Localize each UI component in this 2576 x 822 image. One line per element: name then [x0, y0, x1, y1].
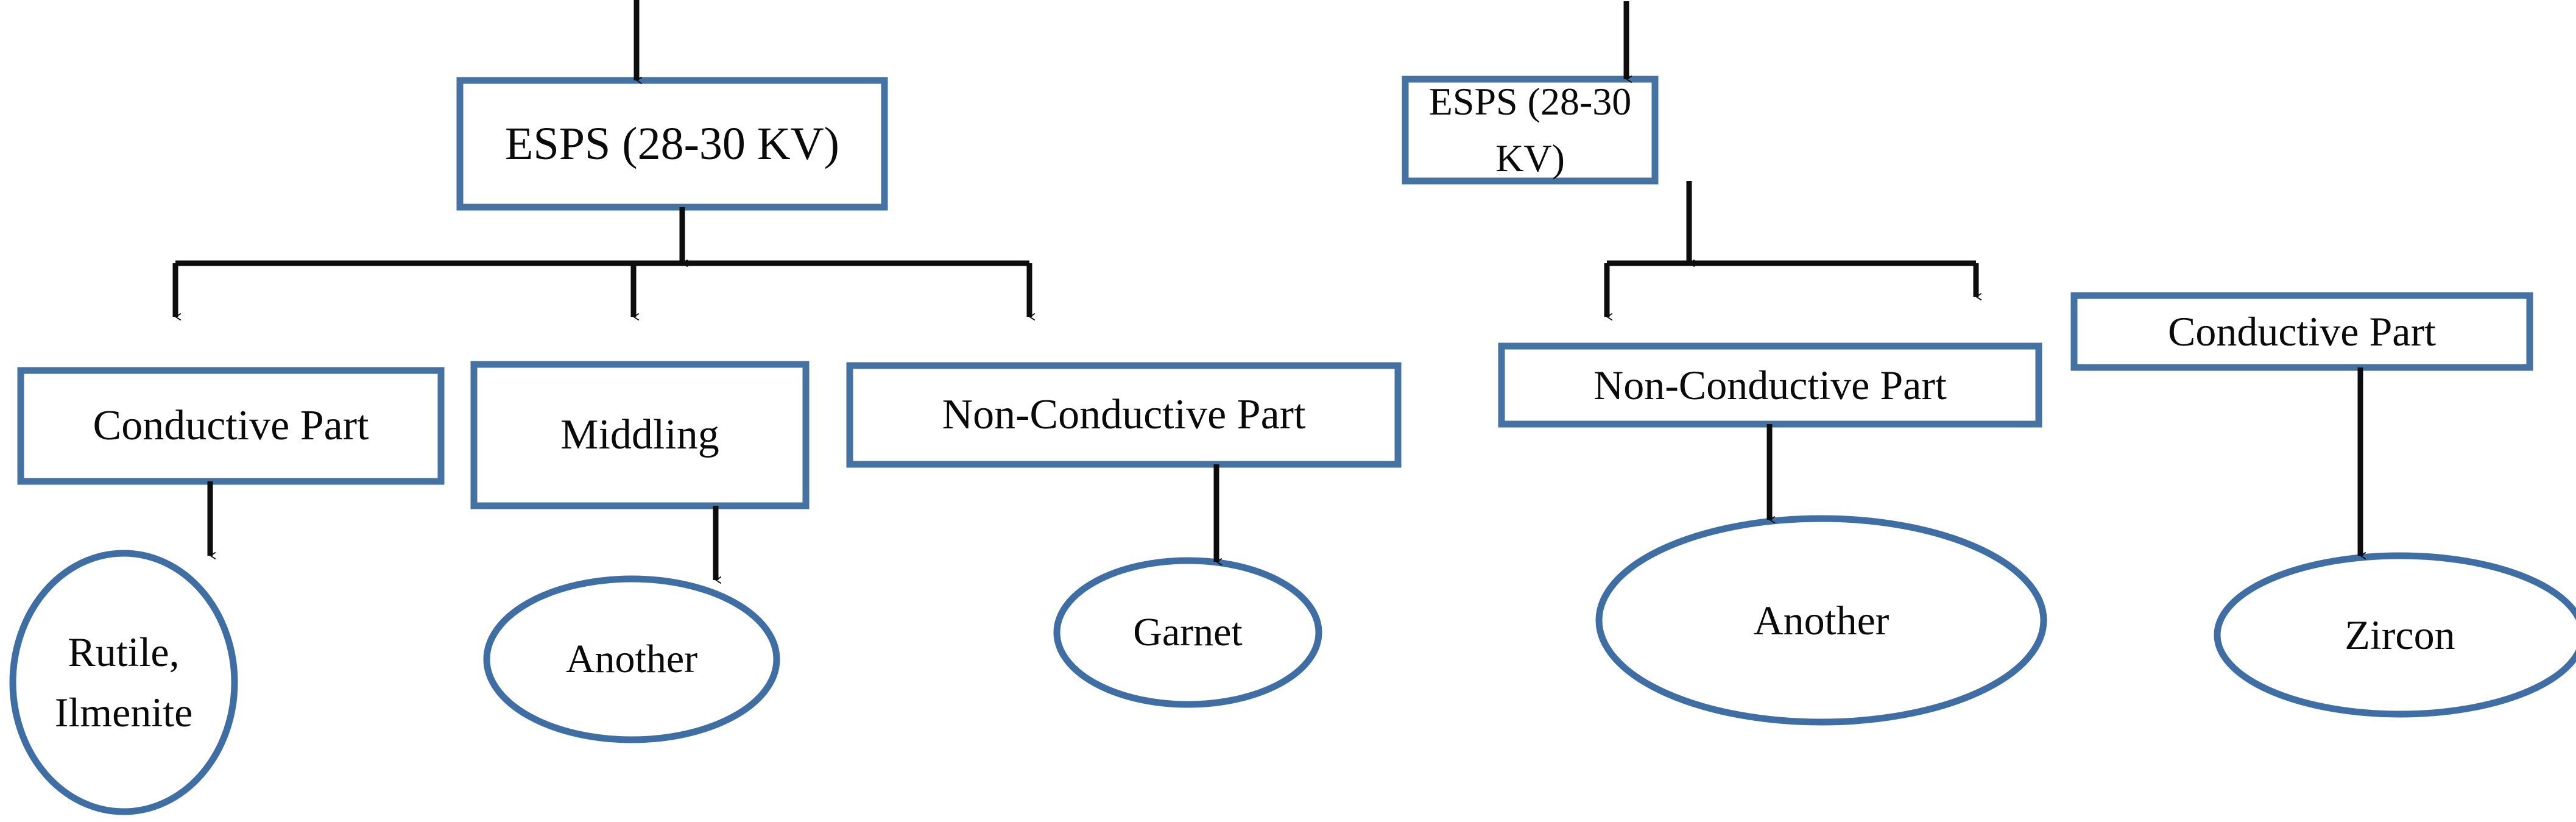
- another-ellipse-left[interactable]: [483, 575, 780, 743]
- node-shape-layer: [9, 76, 2576, 815]
- non-conductive-part-box-left[interactable]: [846, 362, 1402, 468]
- esps-right-box[interactable]: [1402, 76, 1659, 185]
- connector-layer: [172, 0, 2360, 580]
- another-ellipse-right[interactable]: [1595, 515, 2047, 726]
- conductive-part-box-right[interactable]: [2070, 292, 2533, 371]
- middling-box[interactable]: [470, 361, 810, 509]
- garnet-ellipse[interactable]: [1053, 557, 1322, 708]
- non-conductive-part-box-right[interactable]: [1498, 342, 2042, 428]
- esps-left-box[interactable]: [456, 77, 888, 211]
- conductive-part-box-left[interactable]: [17, 367, 445, 485]
- rutile-ilmenite-ellipse[interactable]: [9, 550, 238, 815]
- zircon-ellipse[interactable]: [2214, 552, 2576, 718]
